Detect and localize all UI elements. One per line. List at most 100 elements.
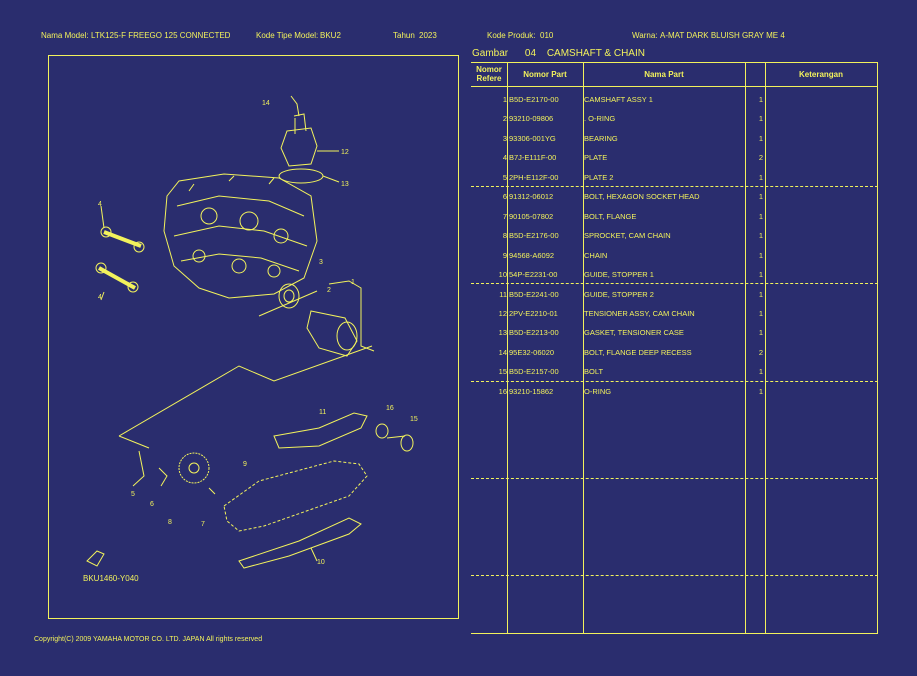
part-number: 2PH-E112F-00 (509, 172, 559, 182)
quantity: 2 (758, 347, 763, 357)
callout-2: 2 (327, 287, 331, 294)
callout-1: 1 (351, 279, 355, 286)
quantity: 1 (758, 250, 763, 260)
model-type-label: Kode Tipe Model: (256, 31, 319, 40)
part-number: 93210-09806 (509, 114, 554, 124)
section-name: CAMSHAFT & CHAIN (546, 48, 645, 59)
section-title: Gambar 04 CAMSHAFT & CHAIN (472, 48, 645, 59)
ref-number: 15 (498, 367, 507, 377)
cylinder-head (163, 173, 318, 299)
part-name: BOLT, FLANGE DEEP RECESS (584, 347, 692, 357)
part-number: 95E32-06020 (509, 347, 555, 357)
year: 2023 (419, 31, 437, 40)
callout-11: 11 (319, 409, 326, 416)
color-value: A-MAT DARK BLUISH GRAY ME 4 (660, 31, 785, 40)
col-name-header: Nama Part (644, 69, 684, 79)
camshaft-drawing (306, 310, 358, 357)
ref-number: 7 (502, 211, 507, 221)
part-number: B7J-E111F-00 (509, 153, 557, 163)
quantity: 1 (758, 289, 763, 299)
part-name: TENSIONER ASSY, CAM CHAIN (584, 308, 695, 318)
part-name: BOLT, FLANGE (584, 211, 637, 221)
quantity: 1 (758, 270, 763, 280)
part-name: GUIDE, STOPPER 2 (584, 289, 654, 299)
part-name: SPROCKET, CAM CHAIN (584, 231, 671, 241)
bearing-drawing (278, 283, 300, 309)
col-ref-header: Nomor Refere (476, 65, 502, 83)
section-label: Gambar (472, 48, 509, 59)
callout-4a: 4 (98, 201, 102, 208)
model-name: LTK125-F FREEGO 125 CONNECTED (91, 31, 231, 40)
callout-10: 10 (317, 559, 325, 566)
ref-number: 8 (502, 231, 507, 241)
part-number: 94568-A6092 (509, 250, 555, 260)
part-name: BEARING (584, 133, 618, 143)
part-number: B5D-E2176-00 (509, 231, 559, 241)
callout-14: 14 (262, 100, 270, 107)
section-number: 04 (524, 48, 537, 59)
ref-number: 5 (502, 172, 507, 182)
ref-number: 16 (498, 386, 507, 396)
part-name: GASKET, TENSIONER CASE (584, 328, 684, 338)
quantity: 1 (758, 133, 763, 143)
part-number: B5D-E2241-00 (509, 289, 559, 299)
part-number: B5D-E2170-00 (509, 95, 559, 104)
part-name: CAMSHAFT ASSY 1 (584, 95, 653, 104)
callout-15: 15 (410, 416, 418, 423)
part-number: B5D-E2157-00 (509, 367, 559, 377)
quantity: 1 (758, 95, 763, 104)
model-name-label: Nama Model: (41, 31, 89, 40)
quantity: 1 (758, 172, 763, 182)
chain-drawing (223, 460, 368, 532)
quantity: 1 (758, 192, 763, 202)
ref-number: 11 (499, 289, 507, 299)
ref-number: 1 (502, 95, 507, 104)
color-label: Warna: (632, 31, 658, 40)
guide-stopper-1 (238, 517, 362, 569)
part-name: PLATE (584, 153, 608, 163)
callout-3: 3 (319, 259, 323, 266)
quantity: 1 (758, 386, 763, 396)
part-number: 93210-15862 (509, 386, 554, 396)
diagram-drawing: 14 12 13 4 4 3 2 1 11 16 15 5 6 8 7 9 10 (86, 95, 418, 569)
tensioner-body (280, 127, 318, 167)
ref-number: 13 (498, 328, 507, 338)
quantity: 1 (758, 367, 763, 377)
product-code: 010 (540, 31, 554, 40)
parts-table: Nomor Refere Nomor Part Nama Part Ketera… (471, 62, 878, 634)
callout-7: 7 (201, 521, 205, 528)
callout-13: 13 (341, 181, 349, 188)
ref-number: 9 (502, 250, 507, 260)
callout-8: 8 (168, 519, 172, 526)
part-name: CHAIN (584, 250, 608, 260)
quantity: 1 (758, 114, 763, 124)
callout-9: 9 (243, 461, 247, 468)
part-number: 2PV-E2210-01 (509, 308, 558, 318)
guide-stopper-2 (273, 412, 368, 449)
part-name: BOLT, HEXAGON SOCKET HEAD (584, 192, 700, 202)
part-number: 54P-E2231-00 (509, 270, 558, 280)
part-name: O-RING (584, 386, 612, 396)
part-name: PLATE 2 (584, 172, 614, 182)
callout-4b: 4 (98, 294, 102, 301)
copyright: Copyright(C) 2009 YAMAHA MOTOR CO. LTD. … (34, 636, 263, 643)
product-code-label: Kode Produk: (487, 31, 536, 40)
ref-number: 3 (502, 133, 507, 143)
callout-16: 16 (386, 405, 394, 412)
